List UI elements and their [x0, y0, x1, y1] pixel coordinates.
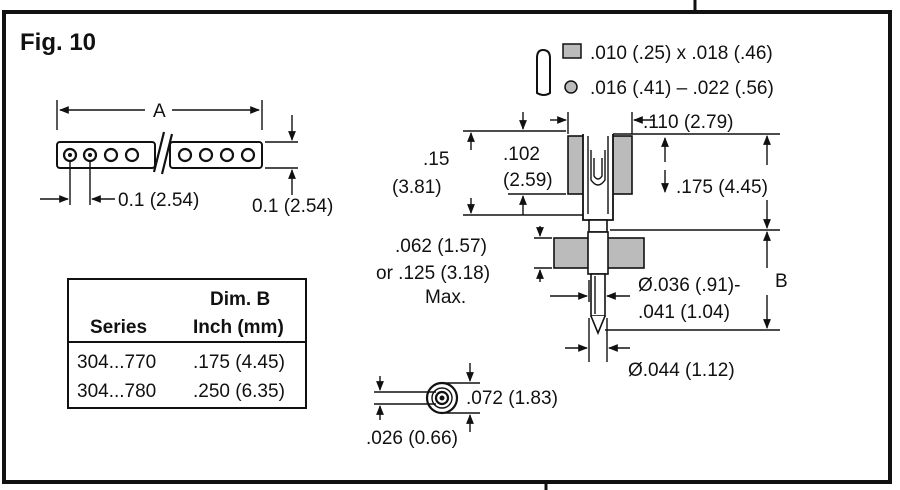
dimension-a-label: A — [153, 101, 166, 122]
flange-label-1: .062 (1.57) — [395, 236, 487, 257]
table-row-2-dim: .250 (6.35) — [193, 381, 285, 402]
pitch-horizontal-label: 0.1 (2.54) — [118, 190, 199, 211]
table-row-2-series: 304...780 — [77, 381, 156, 402]
pin-end-view — [374, 363, 480, 432]
height-inner-label-1: .102 — [503, 144, 540, 165]
dimension-b-label: B — [775, 271, 788, 292]
round-pin-icon — [564, 80, 578, 94]
table-header-unit: Inch (mm) — [193, 317, 284, 338]
table-header-series: Series — [90, 317, 147, 338]
end-view-outer-label: .072 (1.83) — [466, 388, 558, 409]
pitch-vertical-label: 0.1 (2.54) — [252, 196, 333, 217]
dia-small-label-2: .041 (1.04) — [638, 302, 730, 323]
pin-side-view — [463, 112, 780, 362]
dia-small-label-1: Ø.036 (.91)- — [638, 275, 740, 296]
table-row-1-dim: .175 (4.45) — [193, 352, 285, 373]
table-row-1-series: 304...770 — [77, 352, 156, 373]
flange-label-3: Max. — [425, 287, 466, 308]
square-pin-icon — [562, 43, 582, 59]
height-outer-label-2: (3.81) — [392, 177, 442, 198]
legend-round-text: .016 (.41) – .022 (.56) — [590, 78, 774, 99]
height-inner-label-2: (2.59) — [503, 170, 553, 191]
pin-legend — [536, 43, 582, 96]
series-table — [67, 278, 307, 409]
flange-label-2: or .125 (3.18) — [376, 263, 490, 284]
figure-title: Fig. 10 — [20, 29, 96, 56]
width-top-label: .110 (2.79) — [643, 112, 733, 133]
table-header-dim-b: Dim. B — [210, 289, 270, 310]
pin-strip-drawing — [40, 100, 298, 205]
height-right-label: .175 (4.45) — [676, 177, 768, 198]
strip-holes — [62, 147, 256, 163]
height-outer-label-1: .15 — [423, 149, 449, 170]
dia-large-label: Ø.044 (1.12) — [628, 360, 735, 381]
legend-square-text: .010 (.25) x .018 (.46) — [590, 43, 773, 64]
end-view-inner-label: .026 (0.66) — [366, 428, 458, 449]
